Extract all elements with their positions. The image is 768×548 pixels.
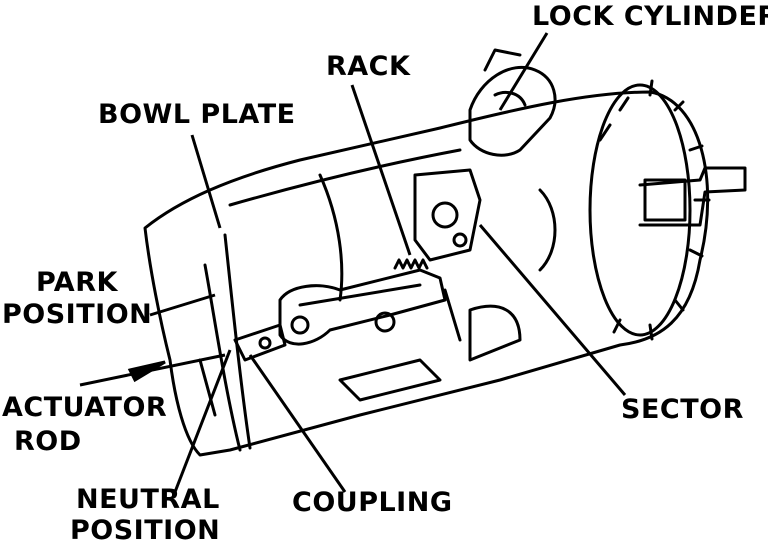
sector-leader	[478, 224, 627, 396]
neutral-position-leader	[173, 349, 232, 493]
sector-gear	[413, 168, 482, 262]
bowl-plate-label: BOWL PLATE	[98, 99, 296, 130]
actuator-rod-arrow	[127, 360, 166, 383]
coupling-leader	[248, 354, 347, 493]
bowl-plate-leader	[190, 134, 222, 229]
coupling-part	[233, 323, 287, 362]
rack-label: RACK	[326, 51, 411, 82]
actuator-rod-label-line2: ROD	[14, 426, 82, 457]
steering-shaft	[638, 166, 747, 227]
lock-cylinder-leader	[498, 32, 549, 111]
neutral-position-label-line2: POSITION	[70, 515, 221, 546]
lock-cylinder-housing	[468, 65, 557, 157]
park-position-label-line1: PARK	[36, 267, 118, 298]
actuator-rod-assembly	[278, 268, 447, 346]
rack-teeth	[393, 258, 429, 270]
lock-cylinder-label: LOCK CYLINDER	[532, 1, 768, 32]
actuator-rod-label-line1: ACTUATOR	[2, 392, 168, 423]
gear-wheel	[588, 83, 692, 337]
sector-label: SECTOR	[621, 394, 744, 425]
column-housing	[143, 90, 710, 457]
rack-leader	[350, 84, 412, 256]
coupling-label: COUPLING	[292, 487, 453, 518]
park-position-label-line2: POSITION	[2, 299, 153, 330]
neutral-position-label-line1: NEUTRAL	[76, 484, 220, 515]
park-position-leader	[149, 293, 216, 317]
